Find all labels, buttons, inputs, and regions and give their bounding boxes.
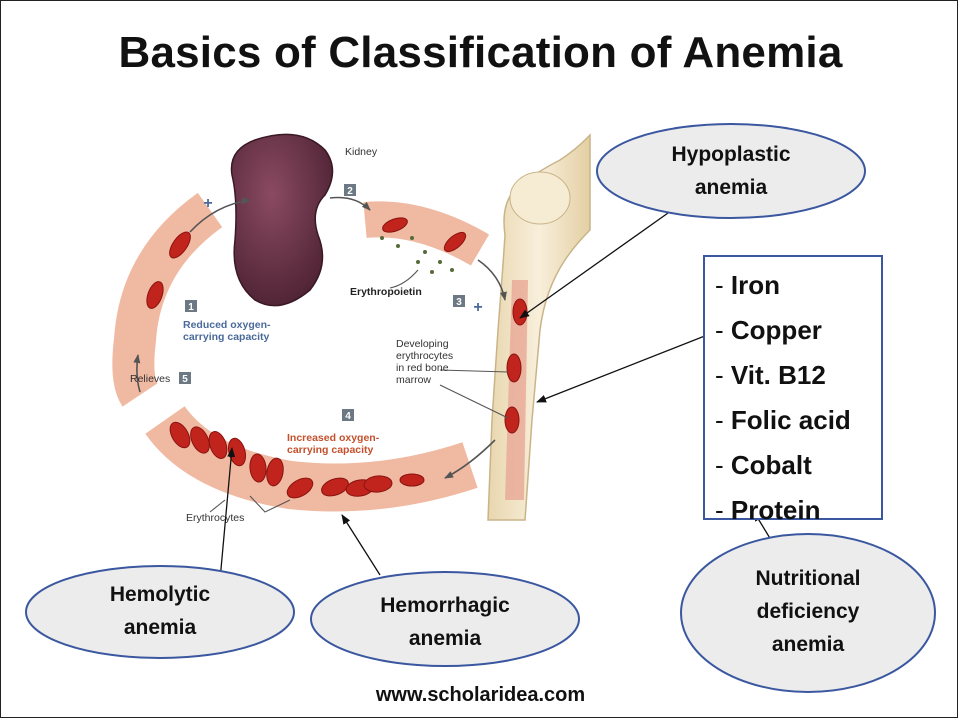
nutrient-item: - Vit. B12	[715, 353, 881, 398]
label-increased: Increased oxygen-carrying capacity	[287, 432, 379, 456]
label-relieves: Relieves	[130, 373, 170, 385]
label-reduced: Reduced oxygen-carrying capacity	[183, 319, 271, 343]
step-1: 1	[188, 302, 194, 313]
label-erythropoietin: Erythropoietin	[350, 286, 422, 298]
footer-url: www.scholaridea.com	[0, 684, 961, 707]
bone	[488, 135, 590, 520]
kidney	[231, 134, 332, 305]
arrow-hemorrhagic	[342, 515, 380, 575]
plus-1: +	[203, 195, 212, 212]
step-4: 4	[345, 411, 351, 422]
arrow-nutrients	[537, 330, 720, 402]
step-3: 3	[456, 297, 462, 308]
nutrient-list-box: - Iron - Copper - Vit. B12 - Folic acid …	[703, 255, 883, 520]
step-5: 5	[182, 374, 188, 385]
nutrient-item: - Cobalt	[715, 443, 881, 488]
nutrient-item: - Iron	[715, 263, 881, 308]
nutrient-item: - Folic acid	[715, 398, 881, 443]
label-kidney: Kidney	[345, 146, 377, 158]
nutrient-item: - Copper	[715, 308, 881, 353]
nutrient-item: - Protein	[715, 488, 881, 533]
label-erythrocytes: Erythrocytes	[186, 512, 244, 524]
step-2: 2	[347, 186, 353, 197]
plus-2: +	[473, 299, 482, 316]
